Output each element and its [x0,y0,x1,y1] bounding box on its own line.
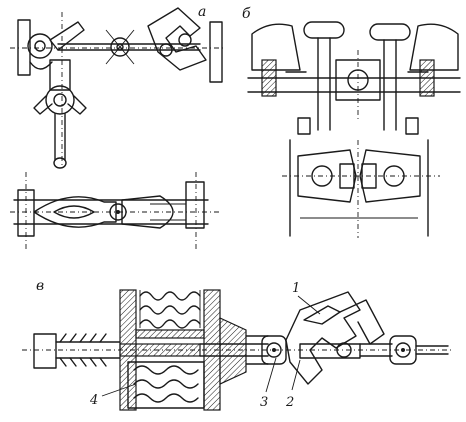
panel-b-top-view [247,21,461,135]
panel-c-draw-rod [22,333,452,369]
callout-4: 4 [89,393,98,408]
panel-b-label: б [242,6,251,22]
panel-c: в [22,278,452,411]
panel-c-label: в [36,278,44,294]
panel-a-lever [33,59,87,169]
panel-c-coupling-head [261,291,449,385]
panel-b: б [242,6,461,238]
callout-2: 2 [285,395,294,410]
callout-1: 1 [292,281,300,296]
panel-c-spring-upper [139,290,201,329]
callout-3: 3 [260,395,268,410]
panel-c-leaders [101,295,321,397]
panel-c-spring-lower [127,361,205,409]
panel-a-bottom-view [10,172,222,252]
panel-c-shaft [119,343,269,357]
panel-b-bottom-view [282,139,440,238]
panel-a-top-view [10,7,226,165]
panel-a: а [10,4,226,252]
panel-a-label: а [198,4,206,20]
